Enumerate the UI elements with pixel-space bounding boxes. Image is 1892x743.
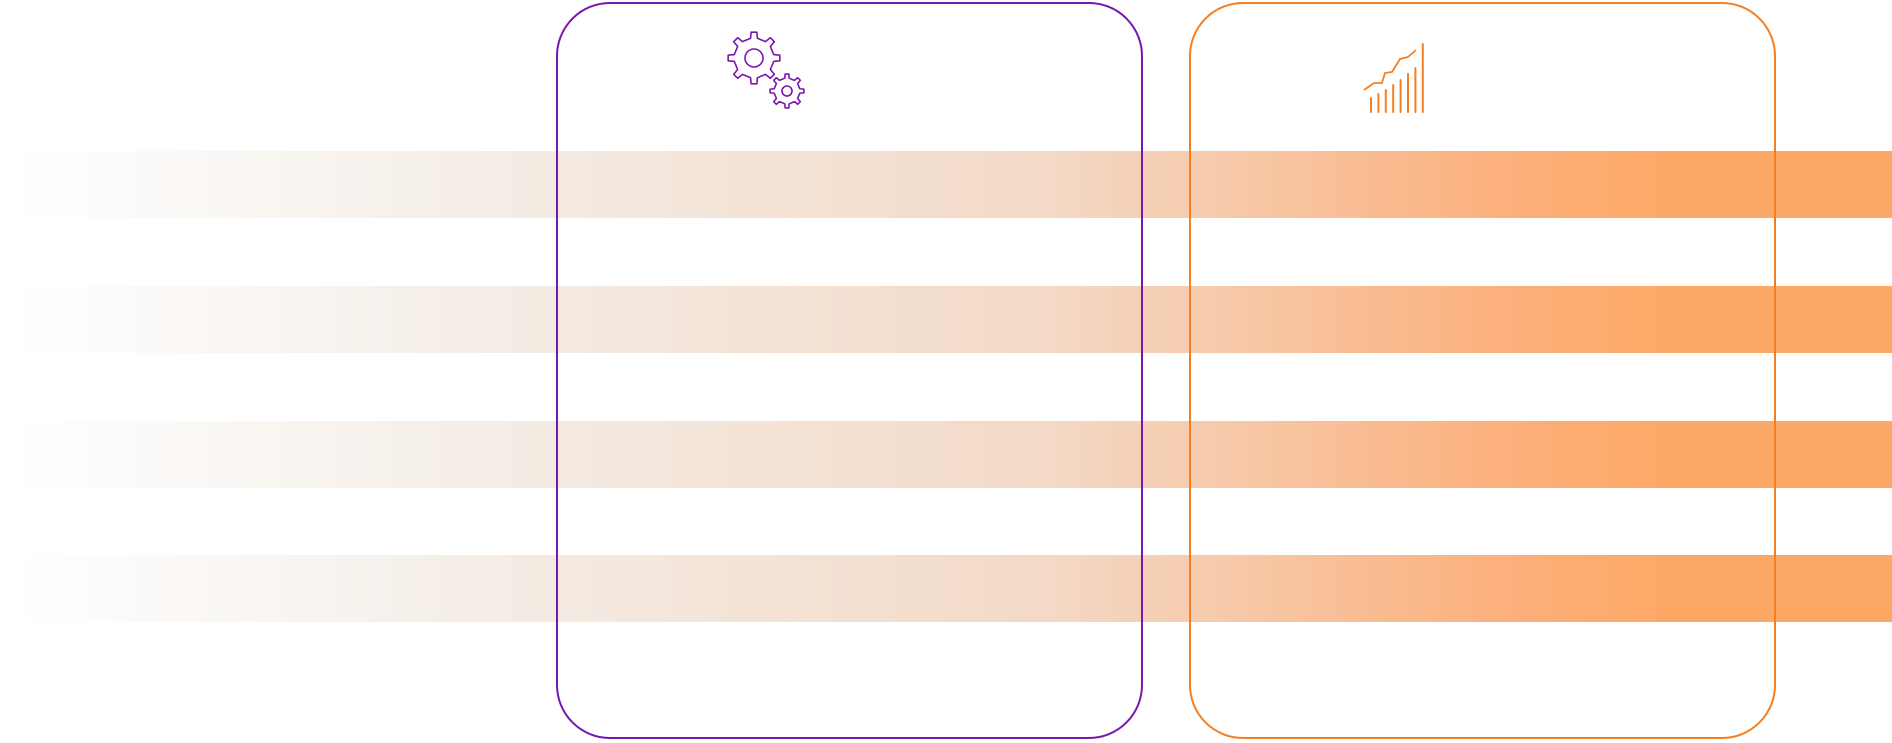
bar-chart-growth-icon: [1363, 43, 1424, 113]
gradient-band-1: [18, 151, 1892, 218]
growth-bars: [1370, 43, 1424, 113]
growth-trend-line: [1363, 49, 1417, 91]
gradient-band-2: [18, 286, 1892, 353]
gears-icon: [727, 31, 805, 109]
left-card: [556, 2, 1143, 739]
gradient-band-4: [18, 555, 1892, 622]
gradient-band-3: [18, 421, 1892, 488]
right-card: [1189, 2, 1776, 739]
large-gear-icon: [727, 31, 781, 85]
small-gear-icon: [769, 73, 805, 109]
